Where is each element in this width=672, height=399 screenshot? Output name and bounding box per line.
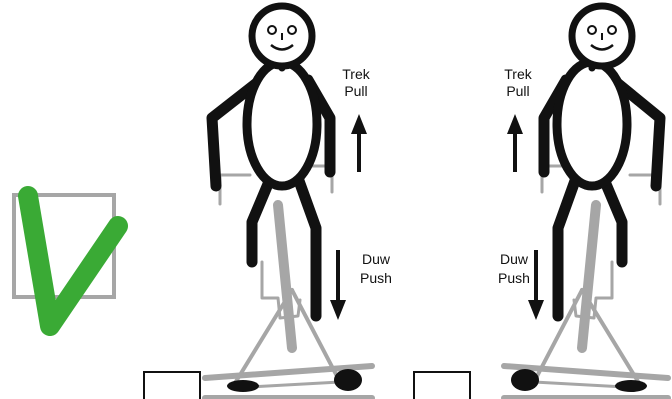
stick-figure-right (538, 56, 666, 322)
pull-label-en: Pull (344, 83, 367, 99)
smiley-face-icon (568, 2, 636, 70)
left-pedal-large (334, 369, 362, 391)
pull-label-nl: Trek (342, 66, 370, 82)
elliptical-machine-left (202, 164, 375, 399)
push-label-nl: Duw (500, 251, 529, 267)
checkmark-icon (18, 186, 128, 336)
stick-figure-left (206, 56, 336, 322)
approved-checkbox (12, 186, 128, 336)
push-label-nl: Duw (362, 251, 391, 267)
right-pedal-large (511, 369, 539, 391)
arrow-up-icon (507, 114, 523, 172)
arrow-down-icon (528, 250, 544, 320)
ground-box-left (143, 371, 201, 399)
pull-label-nl: Trek (504, 66, 532, 82)
left-pedal-small (227, 380, 259, 392)
arrow-up-icon (351, 114, 367, 172)
elliptical-machine-right (501, 164, 671, 399)
right-pedal-small (615, 380, 647, 392)
push-label-en: Push (360, 270, 392, 286)
ground-box-right (413, 371, 471, 399)
arrow-down-icon (330, 250, 346, 320)
figure-right: Trek Pull Duw Push (498, 2, 671, 399)
push-label-en: Push (498, 270, 530, 286)
smiley-face-icon (248, 2, 316, 70)
figure-left: Trek Pull Duw Push (202, 2, 392, 399)
pull-label-en: Pull (506, 83, 529, 99)
